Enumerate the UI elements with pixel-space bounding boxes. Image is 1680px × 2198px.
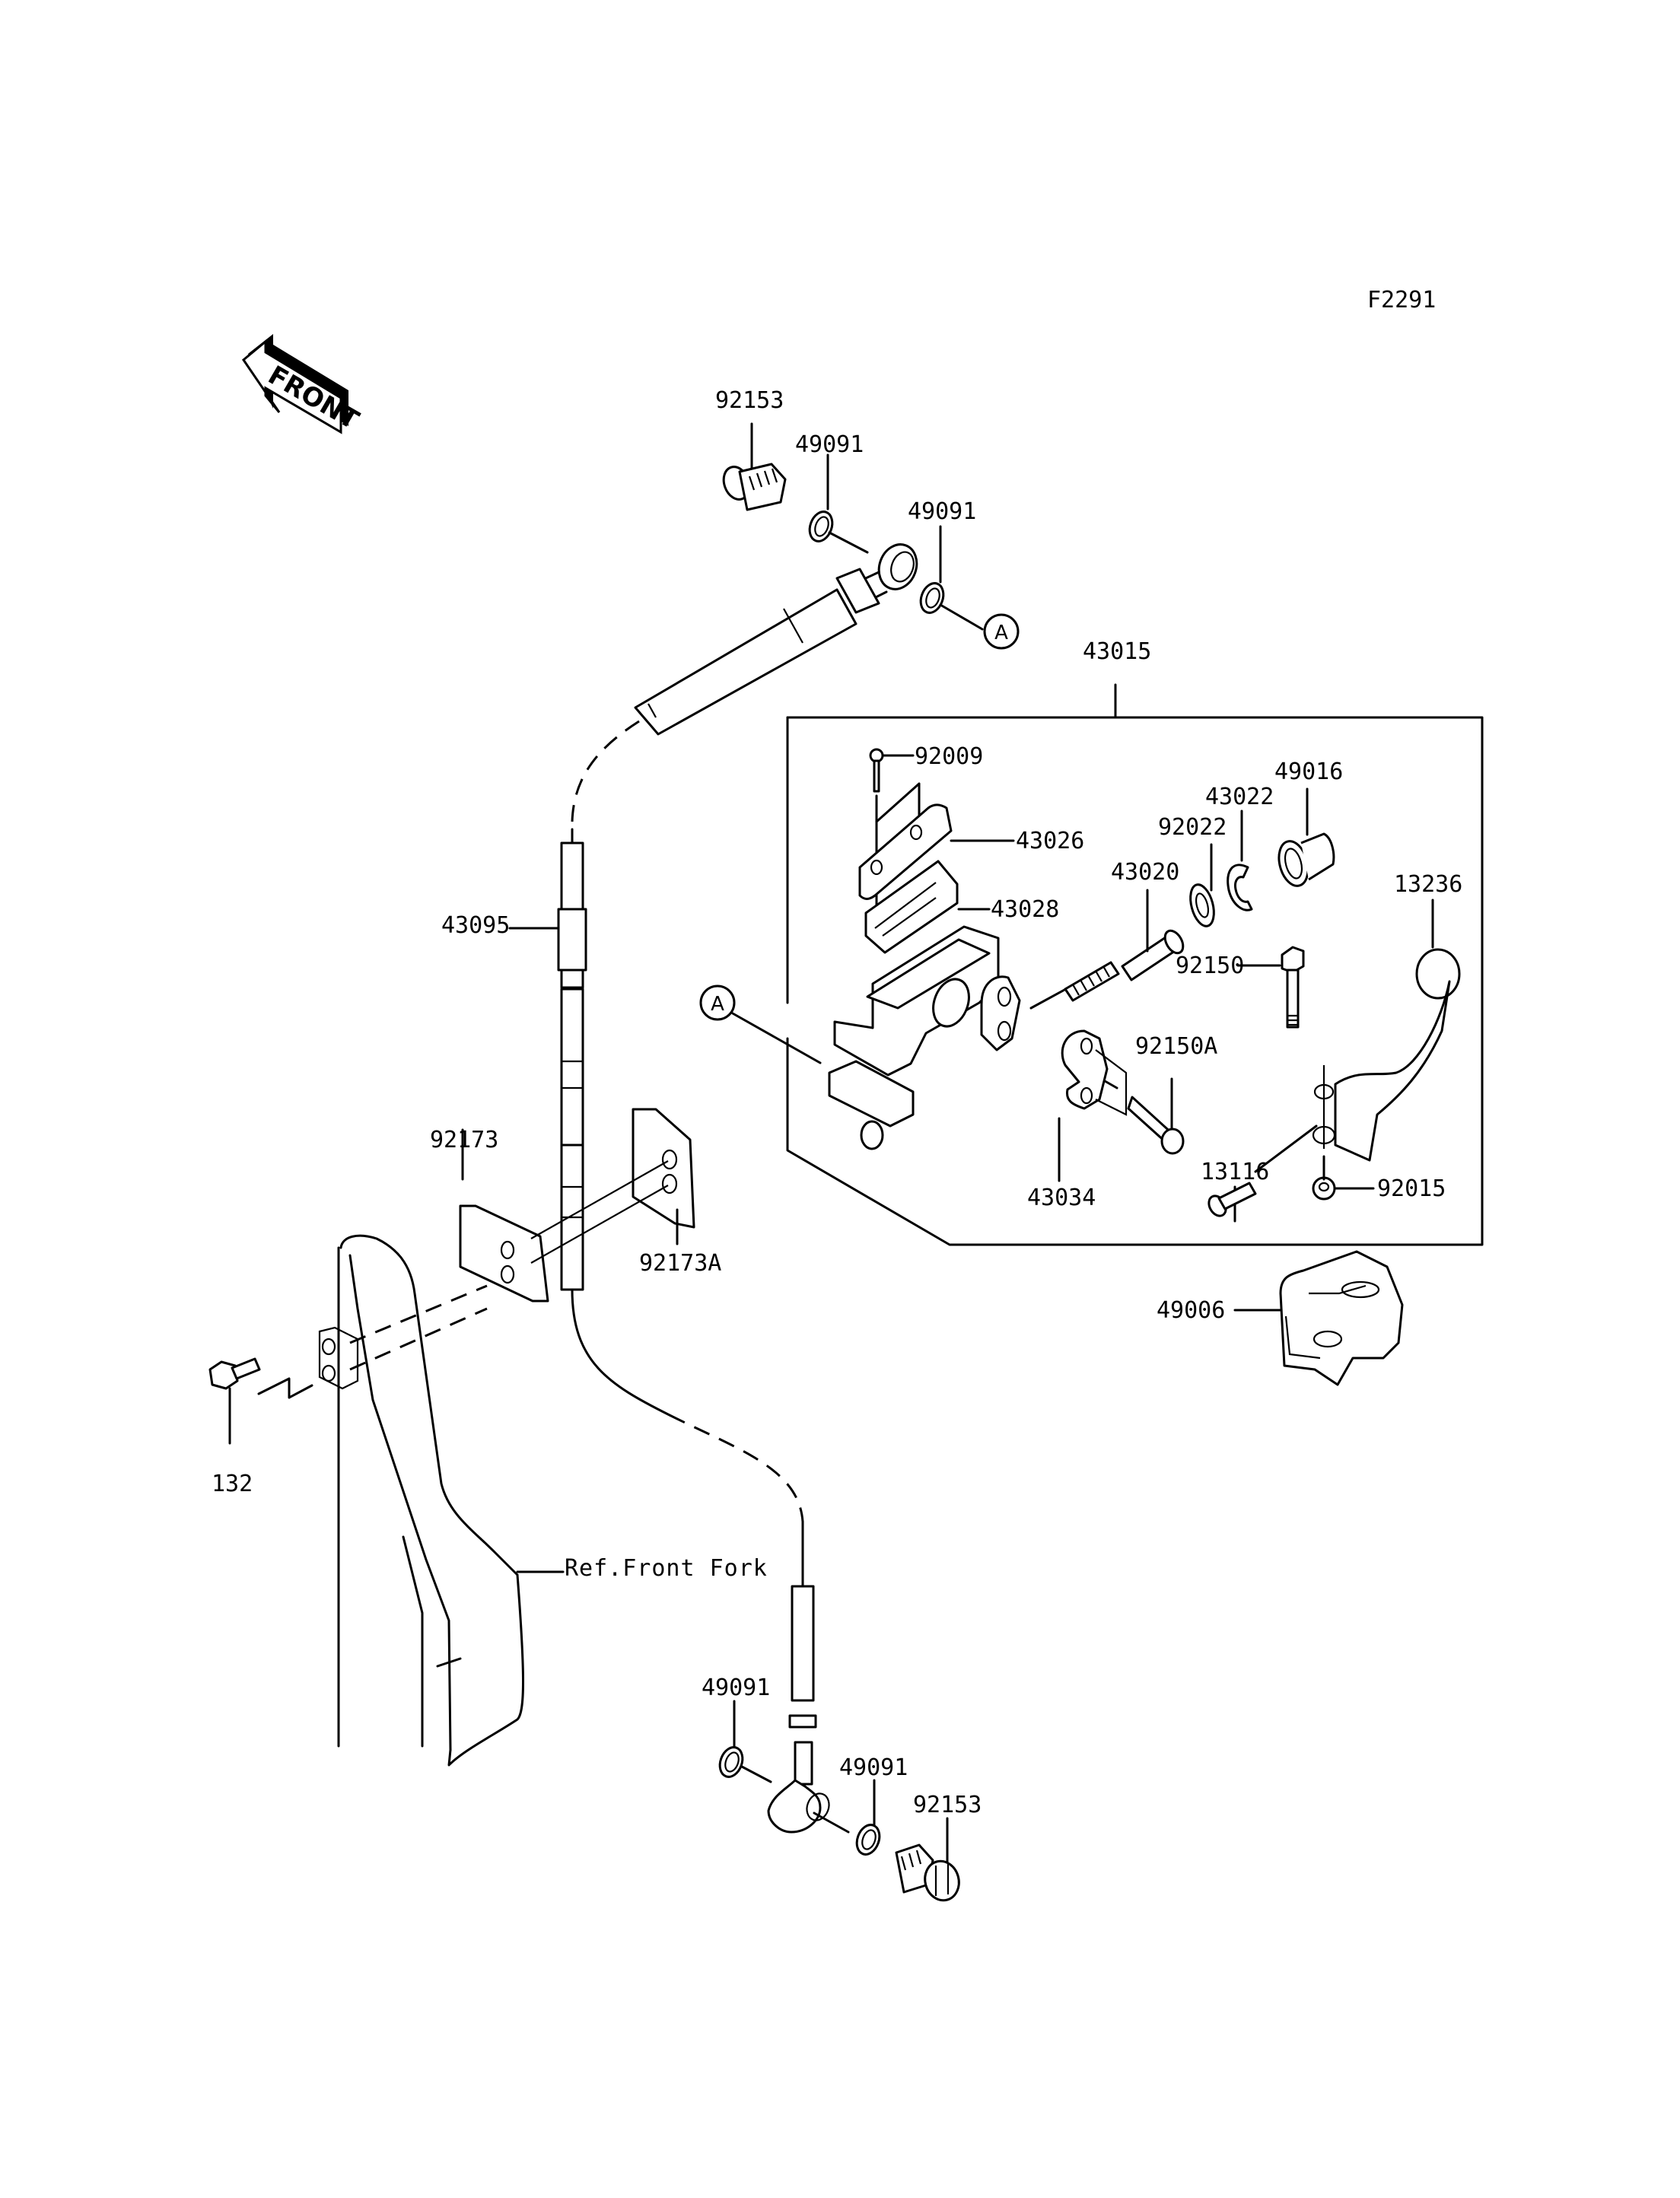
banjo-bolt-top[interactable] [719, 422, 787, 511]
nut-92015[interactable] [1312, 1155, 1375, 1201]
label-43034[interactable]: 43034 [1027, 1185, 1096, 1211]
label-92173A[interactable]: 92173A [639, 1250, 721, 1277]
cap-43026[interactable] [858, 803, 1015, 900]
pin-13116[interactable] [1205, 1124, 1318, 1223]
label-43095[interactable]: 43095 [441, 912, 510, 939]
callout-a-top: A [983, 613, 1020, 650]
clamp-92173[interactable] [459, 1128, 549, 1303]
sealing-washer-top-a[interactable] [806, 453, 869, 554]
circlip-43022[interactable] [1227, 810, 1253, 911]
label-13116[interactable]: 13116 [1201, 1159, 1269, 1185]
lever-13236[interactable] [1312, 899, 1461, 1162]
label-49091-top-b[interactable]: 49091 [908, 498, 976, 525]
label-49091-bot-a[interactable]: 49091 [702, 1675, 770, 1701]
label-43020[interactable]: 43020 [1111, 859, 1179, 886]
label-92173[interactable]: 92173 [430, 1127, 498, 1153]
piston-43020[interactable] [1029, 889, 1187, 1010]
clamp-92173A[interactable] [530, 1108, 695, 1264]
label-92153-top[interactable]: 92153 [715, 387, 784, 414]
banjo-bolt-bottom[interactable] [895, 1817, 963, 1904]
svg-text:A: A [994, 622, 1008, 644]
clamp-43034[interactable] [1058, 1029, 1128, 1182]
sealing-washer-top-b[interactable] [917, 525, 984, 631]
label-92150A[interactable]: 92150A [1135, 1033, 1217, 1060]
ref-front-fork-label: Ref.Front Fork [565, 1555, 768, 1582]
label-92022[interactable]: 92022 [1158, 814, 1227, 841]
cover-49006[interactable] [1233, 1250, 1404, 1386]
label-49006[interactable]: 49006 [1157, 1297, 1225, 1324]
bolt-132[interactable] [208, 1357, 313, 1445]
label-92009[interactable]: 92009 [915, 743, 983, 770]
label-132[interactable]: 132 [212, 1471, 253, 1497]
front-fork-reference [318, 1234, 565, 1767]
label-43022[interactable]: 43022 [1205, 784, 1274, 810]
protector-43095[interactable] [508, 908, 587, 972]
svg-text:A: A [711, 993, 724, 1016]
master-cylinder-body[interactable] [828, 925, 1021, 1150]
label-92150[interactable]: 92150 [1176, 953, 1244, 979]
washer-92022[interactable] [1186, 843, 1218, 929]
front-arrow-icon: FRONT [241, 334, 364, 436]
label-49016[interactable]: 49016 [1274, 759, 1343, 785]
assembly-43015-box[interactable] [786, 683, 1484, 1246]
label-43015[interactable]: 43015 [1083, 638, 1151, 665]
label-92153-bot[interactable]: 92153 [913, 1792, 982, 1818]
label-92015[interactable]: 92015 [1377, 1175, 1446, 1202]
label-13236[interactable]: 13236 [1394, 871, 1462, 898]
label-43026[interactable]: 43026 [1016, 828, 1084, 854]
sealing-washer-bot-a[interactable] [716, 1700, 772, 1783]
figure-code: F2291 [1367, 287, 1436, 313]
label-49091-top-a[interactable]: 49091 [795, 431, 864, 458]
label-49091-bot-b[interactable]: 49091 [839, 1754, 908, 1781]
brake-hose-upper-fitting[interactable] [634, 539, 923, 736]
callout-a-box: A [699, 984, 822, 1064]
boot-49016[interactable] [1274, 787, 1335, 889]
label-43028[interactable]: 43028 [991, 896, 1059, 923]
clamp-bolt-92150A[interactable] [1089, 1071, 1185, 1155]
pivot-bolt-92150[interactable] [1236, 946, 1305, 1029]
brake-hose-lower-fitting[interactable] [767, 1779, 850, 1834]
sealing-washer-bot-b[interactable] [853, 1779, 883, 1858]
diaphragm-43028[interactable] [864, 860, 991, 954]
